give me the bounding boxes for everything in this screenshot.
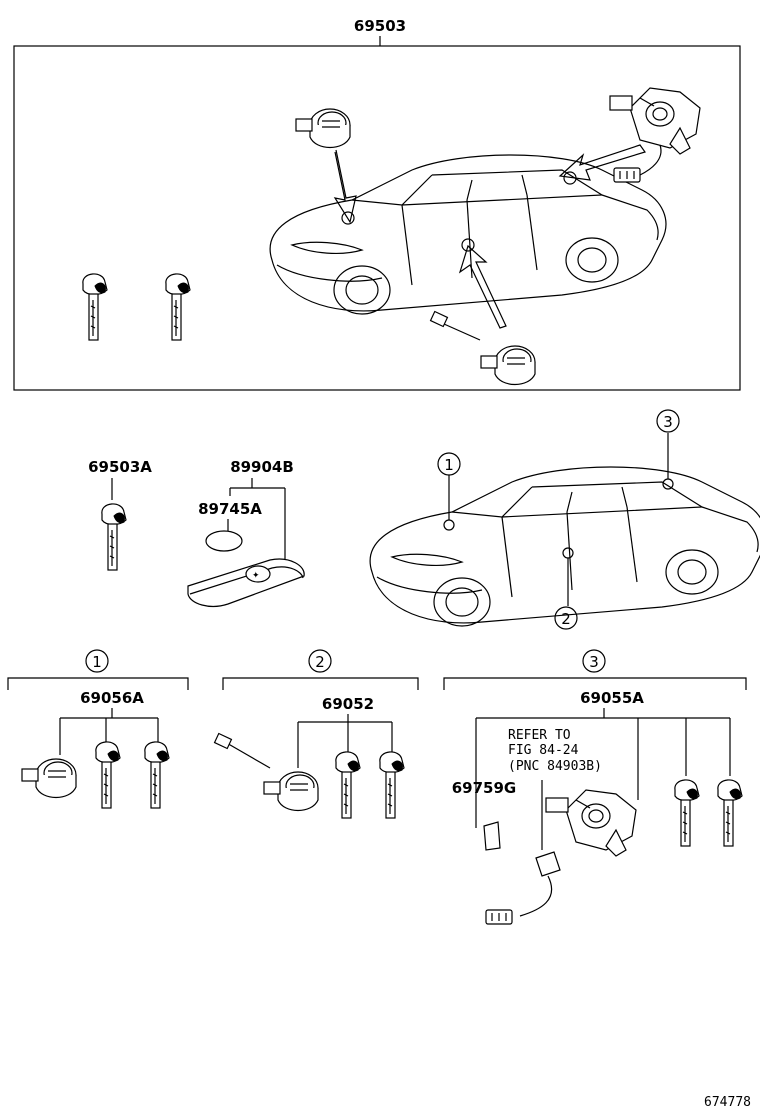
loose-parts-section: 69503A 89904B 89745A ✦ 1 2 3	[88, 409, 760, 630]
key-icon	[165, 273, 191, 341]
callout-1: 1	[444, 456, 454, 474]
kit-frame	[13, 45, 741, 391]
sensor-icon	[535, 851, 561, 877]
part-number-69056A: 69056A	[80, 689, 144, 707]
part-number-69503A: 69503A	[88, 458, 152, 476]
key-icon	[82, 273, 108, 341]
kit-section: 69503	[13, 17, 741, 391]
refer-note-line-2: FIG 84-24	[508, 743, 579, 758]
arrow-icon	[458, 244, 507, 329]
svg-text:✦: ✦	[252, 571, 260, 581]
transmitter-icon: ✦	[187, 558, 305, 607]
door-lock-cylinder-icon	[295, 108, 351, 149]
key-icon	[101, 503, 127, 571]
part-number-69759G: 69759G	[452, 779, 517, 797]
arrow-icon	[558, 144, 646, 181]
refer-note-line-1: REFER TO	[508, 728, 571, 743]
key-icon	[95, 741, 121, 809]
key-icon	[717, 779, 743, 847]
key-icon	[335, 751, 361, 819]
door-lock-assembly-icon	[480, 345, 536, 386]
connector-icon	[613, 167, 641, 183]
part-number-89904B: 89904B	[230, 458, 294, 476]
part-number-69055A: 69055A	[580, 689, 644, 707]
part-number-69503: 69503	[354, 17, 406, 35]
set-3-section: 3 69055A REFER TO FIG 84-24 (PNC 84903B)…	[443, 649, 747, 925]
car-outline-icon	[369, 466, 760, 627]
key-icon	[144, 741, 170, 809]
connector-icon	[485, 909, 513, 925]
refer-note-line-3: (PNC 84903B)	[508, 759, 602, 774]
set-1-section: 1 69056A	[7, 649, 189, 809]
figure-id: 674778	[704, 1095, 751, 1110]
battery-icon	[205, 530, 243, 552]
set-2-section: 2 69052	[213, 649, 419, 819]
key-icon	[379, 751, 405, 819]
door-lock-assembly-icon	[263, 771, 319, 812]
set-2-callout: 2	[315, 653, 325, 671]
callout-2: 2	[561, 610, 571, 628]
holder-icon	[483, 821, 501, 851]
ignition-switch-icon	[609, 87, 701, 155]
arrow-icon	[333, 149, 357, 224]
key-icon	[674, 779, 700, 847]
car-outline-icon	[269, 154, 667, 315]
part-number-69052: 69052	[322, 695, 374, 713]
set-3-callout: 3	[589, 653, 599, 671]
set-1-callout: 1	[92, 653, 102, 671]
part-number-89745A: 89745A	[198, 500, 262, 518]
ignition-switch-icon	[545, 789, 637, 857]
door-lock-cylinder-icon	[21, 758, 77, 799]
callout-3: 3	[663, 413, 673, 431]
